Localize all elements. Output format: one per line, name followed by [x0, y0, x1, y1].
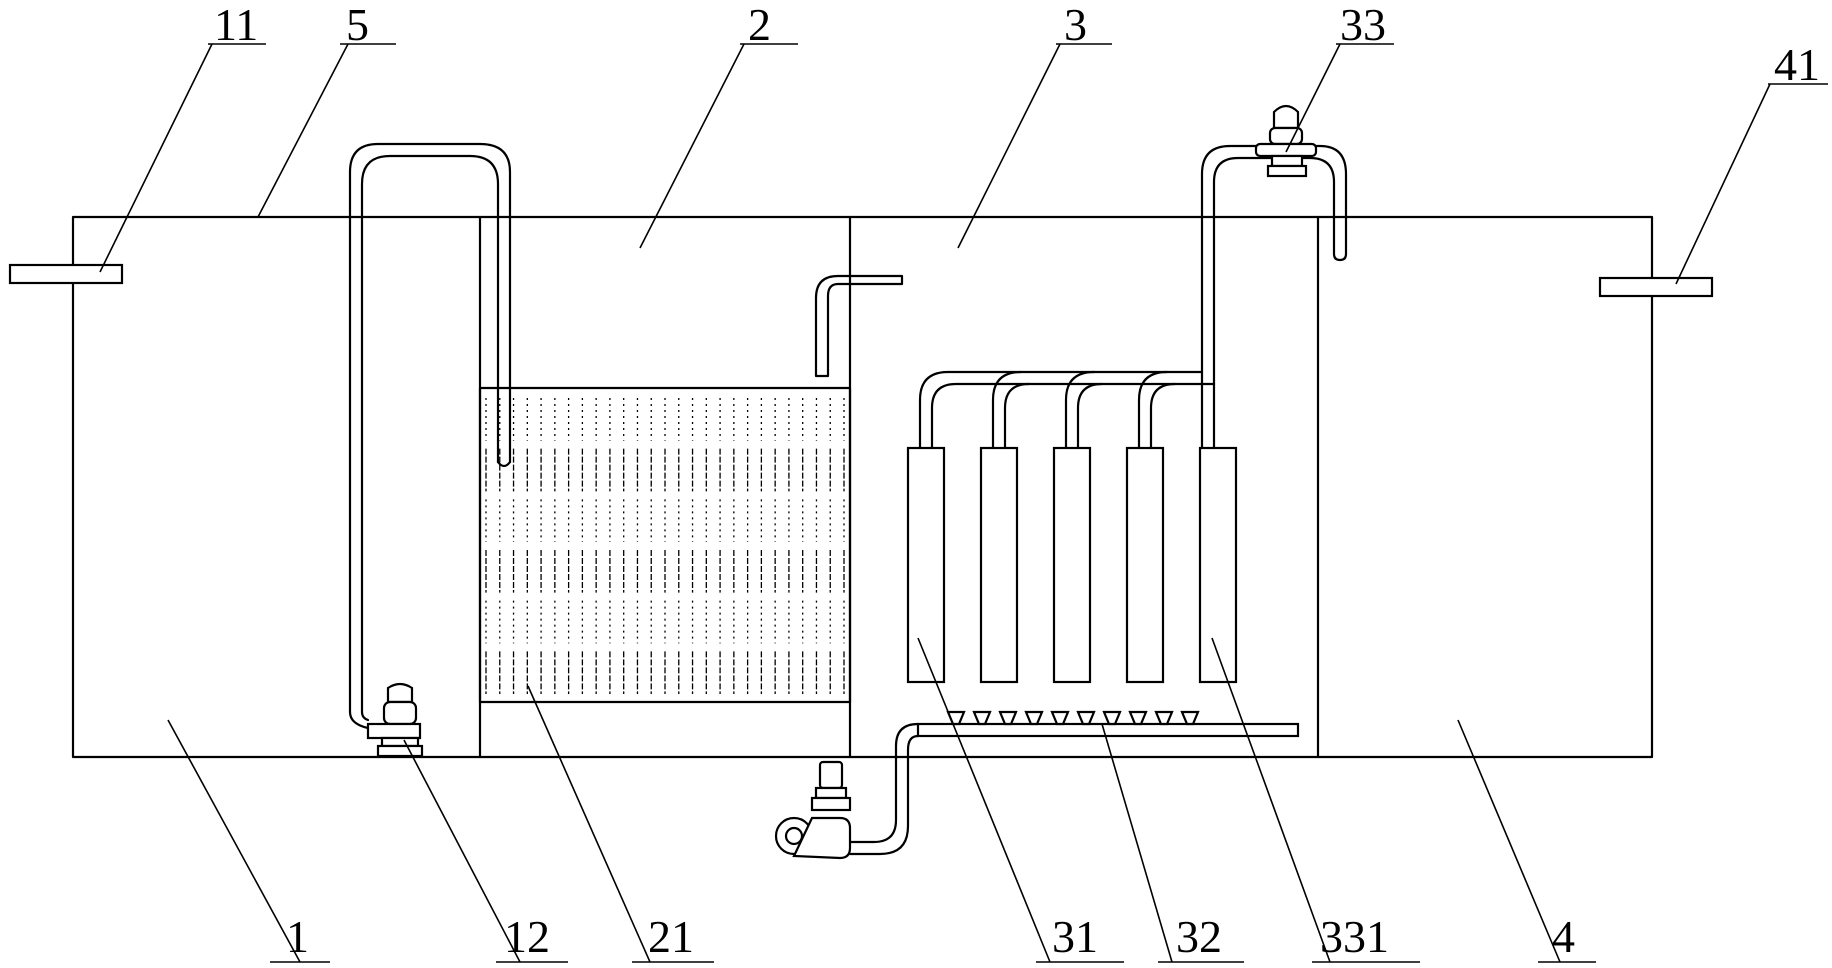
- membrane-module: [906, 446, 946, 684]
- submersible-pump: [348, 682, 424, 758]
- diffuser: [972, 710, 992, 726]
- suction-pump-top: [1272, 104, 1300, 130]
- label-31: 31: [1052, 911, 1098, 962]
- permeate-branches: [991, 370, 1177, 450]
- aeration-system: [848, 710, 1300, 856]
- label-331: 331: [1320, 911, 1389, 962]
- permeate-branch: [1076, 382, 1104, 450]
- overflow-pipe: [814, 274, 904, 378]
- label-21: 21: [648, 911, 694, 962]
- label-3: 3: [1064, 0, 1087, 50]
- label-1: 1: [286, 911, 309, 962]
- permeate-header-inner: [930, 382, 1216, 450]
- leader-3: [957, 43, 1061, 249]
- tank-body: [71, 215, 1654, 759]
- filter-media-block: [478, 386, 852, 704]
- diffuser: [998, 710, 1018, 726]
- label-41: 41: [1774, 39, 1820, 90]
- diffuser: [1102, 710, 1122, 726]
- blower-outlet: [792, 816, 852, 860]
- diffuser: [1050, 710, 1070, 726]
- leader-1: [167, 719, 301, 963]
- reference-numerals: 11 5 2 3 33 41 1 12 21 31 32 331 4: [214, 0, 1820, 962]
- leader-5: [257, 43, 349, 218]
- diffuser: [1180, 710, 1200, 726]
- leader-41: [1675, 83, 1771, 285]
- label-33: 33: [1340, 0, 1386, 50]
- leader-11: [99, 43, 213, 273]
- filter-media-lines: [485, 398, 845, 694]
- label-2: 2: [748, 0, 771, 50]
- membrane-module: [979, 446, 1019, 684]
- permeate-branch: [1003, 382, 1031, 450]
- overflow-pipe-shape: [814, 274, 904, 378]
- permeate-branch: [1137, 370, 1169, 450]
- lift-pipe-outer: [348, 142, 512, 714]
- blower-motor: [818, 760, 844, 790]
- lift-pipe-inner: [360, 154, 500, 714]
- permeate-branch: [991, 370, 1023, 450]
- permeate-riser: [1200, 144, 1348, 450]
- aeration-pipe: [916, 722, 1300, 738]
- membrane-module: [1125, 446, 1165, 684]
- air-supply-pipe-inner: [848, 734, 920, 856]
- suction-pump-base: [1266, 164, 1308, 178]
- blower-flange: [810, 796, 852, 812]
- pump-outlet-bend-inner: [360, 710, 370, 722]
- diffusers: [946, 710, 1200, 726]
- filter-media-frame: [478, 386, 852, 704]
- pump-motor-body: [382, 700, 418, 726]
- leader-21: [527, 685, 651, 963]
- label-32: 32: [1176, 911, 1222, 962]
- leader-32: [1101, 723, 1173, 963]
- pump-outlet-bend: [348, 710, 370, 730]
- pump-base: [376, 744, 424, 758]
- blower-hub: [784, 826, 804, 846]
- leader-2: [639, 43, 745, 249]
- diffuser: [1128, 710, 1148, 726]
- air-supply-pipe-outer: [848, 722, 920, 844]
- diffuser: [1076, 710, 1096, 726]
- leader-331: [1211, 637, 1331, 963]
- pump-flange: [380, 736, 420, 748]
- inlet-pipe: [8, 263, 124, 285]
- lift-pipe: [348, 142, 512, 714]
- label-5: 5: [346, 0, 369, 50]
- lift-pipe-end: [496, 460, 512, 468]
- label-12: 12: [504, 911, 550, 962]
- leader-31: [917, 637, 1051, 963]
- tank-outline: [71, 215, 1654, 759]
- membrane-module: [1052, 446, 1092, 684]
- diffuser: [1024, 710, 1044, 726]
- pump-motor-top: [386, 682, 414, 704]
- suction-pump: [1254, 104, 1318, 178]
- pump-volute: [366, 722, 422, 740]
- blower: [774, 760, 852, 860]
- leader-33: [1285, 43, 1341, 153]
- suction-pump-neck: [1270, 154, 1304, 168]
- leader-lines: [99, 43, 1828, 963]
- membrane-module: [1198, 446, 1238, 684]
- leader-4: [1457, 719, 1561, 963]
- outlet-pipe: [1598, 276, 1714, 298]
- label-4: 4: [1552, 911, 1575, 962]
- leader-12: [403, 739, 521, 963]
- diffuser: [1154, 710, 1174, 726]
- suction-pump-volute: [1254, 142, 1318, 158]
- permeate-header-outer: [918, 370, 1204, 450]
- permeate-header: [918, 144, 1348, 450]
- membrane-modules: [906, 446, 1238, 684]
- blower-coupling: [814, 786, 848, 800]
- permeate-branch: [1064, 370, 1096, 450]
- permeate-branch: [1149, 382, 1177, 450]
- label-11: 11: [214, 0, 258, 50]
